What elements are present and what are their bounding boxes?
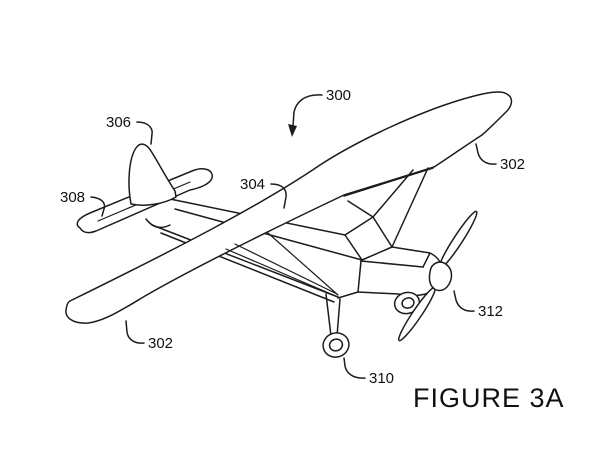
gear-strut-front xyxy=(325,293,332,337)
leader-310 xyxy=(343,357,366,379)
leader-308 xyxy=(90,196,106,217)
wing-root-struts xyxy=(343,167,434,248)
belly-to-gear-line xyxy=(337,291,359,299)
label-300: 300 xyxy=(326,87,351,104)
cowl-top-left-edge xyxy=(360,260,424,268)
cabin-front-edge xyxy=(357,260,362,293)
vertical-stabilizer xyxy=(128,143,177,206)
leader-300 xyxy=(292,94,323,127)
label-310: 310 xyxy=(369,370,394,387)
label-308: 308 xyxy=(60,189,85,206)
label-304: 304 xyxy=(240,176,265,193)
right-landing-gear xyxy=(393,291,421,315)
label-302-left: 302 xyxy=(148,335,173,352)
lift-strut-long xyxy=(225,248,339,298)
main-landing-gear xyxy=(322,293,350,358)
figure-caption: FIGURE 3A xyxy=(413,383,565,413)
cowl-top-right-edge xyxy=(391,246,431,254)
leader-300-arrowhead xyxy=(288,124,297,137)
label-302-right: 302 xyxy=(500,156,525,173)
boom-bottom-line xyxy=(151,224,339,298)
wing-root-trailing-line xyxy=(343,167,434,197)
boom-side-line xyxy=(174,208,363,261)
label-306: 306 xyxy=(106,114,131,131)
cabin-window xyxy=(344,216,393,261)
gear-strut-rear xyxy=(336,298,341,337)
leader-312 xyxy=(453,290,475,312)
main-wheel-hub xyxy=(328,338,344,352)
leader-302-left xyxy=(125,320,145,344)
leader-304 xyxy=(270,183,287,209)
leader-306 xyxy=(136,121,153,145)
cabane-strut-front xyxy=(372,169,414,218)
rear-window-post xyxy=(347,200,374,218)
cowl-corner-edge xyxy=(422,252,431,268)
label-312: 312 xyxy=(478,303,503,320)
propeller-spinner xyxy=(428,261,453,292)
lift-strut-short xyxy=(267,232,339,296)
right-wheel-hub xyxy=(401,297,415,309)
wing-lift-struts xyxy=(225,232,339,298)
cabane-strut-rear xyxy=(391,167,429,248)
lift-strut-long-b xyxy=(234,243,338,295)
propeller xyxy=(397,210,478,342)
leader-302-right xyxy=(475,143,497,165)
main-wing xyxy=(65,91,513,324)
empennage xyxy=(76,143,213,234)
tail-fairing-bump xyxy=(145,218,171,229)
reference-callouts: 300 302 304 306 308 302 310 312 xyxy=(60,87,525,387)
